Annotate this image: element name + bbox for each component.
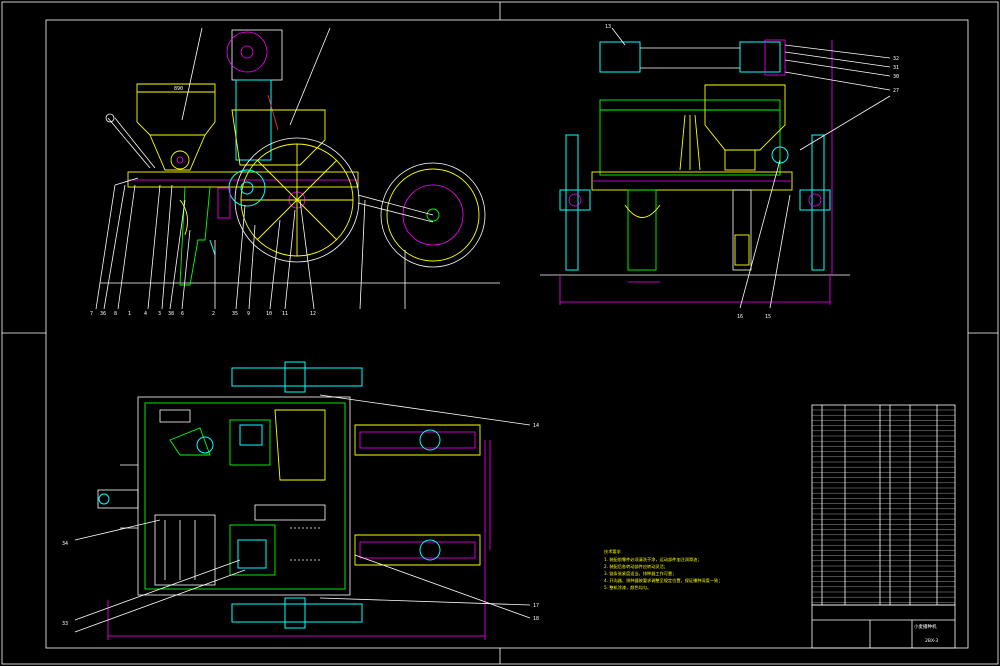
note-line: 4. 开沟器、排种器按要求调整至规定位置，保证播种深度一致； <box>604 577 722 584</box>
front-view-leaders <box>95 27 406 310</box>
front-label: 4 <box>144 311 147 317</box>
top-view-labels: 14 34 33 17 18 <box>62 423 539 627</box>
top-label: 33 <box>62 621 68 627</box>
front-label: 38 <box>168 311 174 317</box>
front-label: 36 <box>100 311 106 317</box>
notes-title: 技术要求 <box>604 548 622 555</box>
front-label: 9 <box>247 311 250 317</box>
top-view-leaders <box>74 394 531 633</box>
note-line: 1. 装配前零件必须清洗干净，运动部件加注润滑油； <box>604 556 701 563</box>
front-label: 7 <box>90 311 93 317</box>
front-label: 11 <box>282 311 288 317</box>
side-view-labels: 13 32 31 30 27 16 15 <box>605 24 899 320</box>
side-label: 16 <box>737 314 743 320</box>
top-label: 18 <box>533 616 539 622</box>
title-block-name: 小麦播种机 <box>914 623 937 630</box>
front-label: 35 <box>232 311 238 317</box>
front-label: 1 <box>128 311 131 317</box>
side-label: 27 <box>893 88 899 94</box>
top-label: 34 <box>62 541 68 547</box>
title-block: 小麦播种机 2BX-3 <box>811 604 956 649</box>
front-label: 2 <box>212 311 215 317</box>
note-line: 3. 链条张紧度适当，排种器工作可靠； <box>604 570 676 577</box>
top-label: 17 <box>533 603 539 609</box>
side-label: 30 <box>893 74 899 80</box>
front-label: 10 <box>266 311 272 317</box>
top-label: 14 <box>533 423 539 429</box>
parts-list <box>811 404 956 606</box>
side-view-leaders <box>611 27 891 309</box>
side-label: 15 <box>765 314 771 320</box>
title-block-code: 2BX-3 <box>925 638 938 644</box>
front-label: 12 <box>310 311 316 317</box>
side-label: 31 <box>893 65 899 71</box>
front-view: 890 <box>100 29 500 286</box>
note-line: 5. 整机涂漆，颜色均匀。 <box>604 584 651 591</box>
technical-notes: 技术要求 1. 装配前零件必须清洗干净，运动部件加注润滑油； 2. 装配后各转动… <box>604 548 722 591</box>
svg-text:890: 890 <box>174 86 183 92</box>
front-label: 8 <box>114 311 117 317</box>
note-line: 2. 装配后各转动部件应转动灵活； <box>604 563 668 570</box>
top-view <box>97 361 491 640</box>
front-label: 6 <box>181 311 184 317</box>
front-view-label-row: 7 36 8 1 4 3 38 6 2 35 9 10 11 12 <box>90 311 316 317</box>
front-label: 3 <box>158 311 161 317</box>
side-label: 13 <box>605 24 611 30</box>
side-label: 32 <box>893 56 899 62</box>
side-view <box>540 39 850 305</box>
